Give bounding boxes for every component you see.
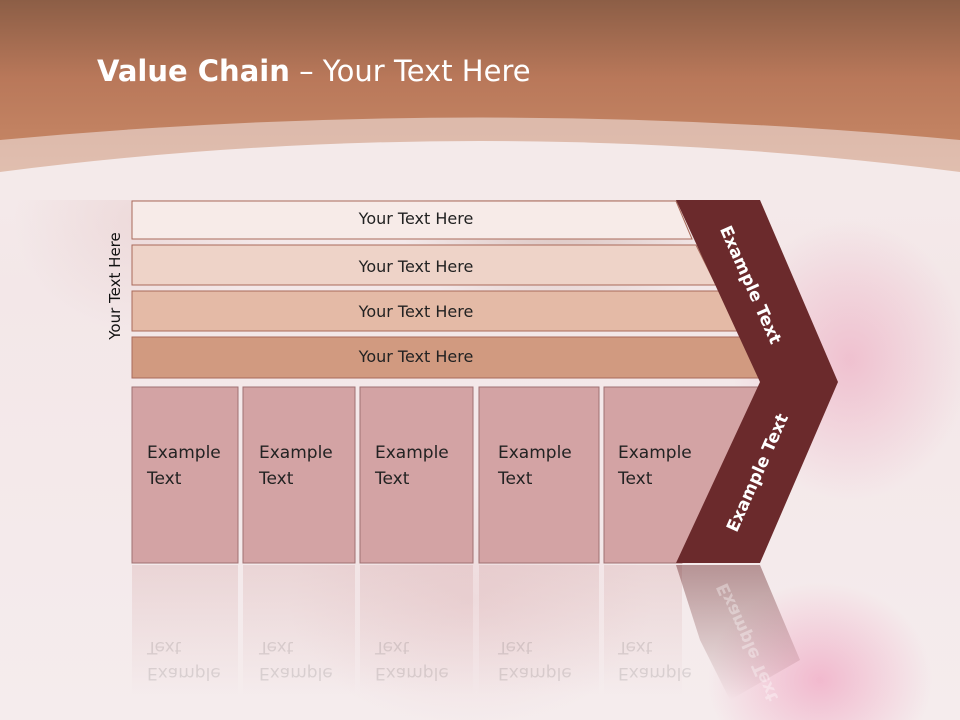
reflection-box-3	[360, 565, 473, 695]
primary-box-2-reflection: Example Text	[259, 634, 333, 686]
reflection-3-line2: Text	[375, 637, 410, 657]
primary-box-1-line1: Example	[147, 443, 221, 463]
reflection-2-line1: Example	[259, 663, 333, 683]
support-bar-1-label: Your Text Here	[358, 209, 474, 228]
header-curve	[0, 117, 960, 200]
slide-title: Value Chain – Your Text Here	[97, 54, 531, 88]
primary-box-5-reflection: Example Text	[618, 634, 692, 686]
primary-box-3	[359, 386, 474, 564]
title-rest: – Your Text Here	[289, 54, 531, 88]
reflection-1-line2: Text	[147, 637, 182, 657]
reflection-4-line2: Text	[498, 637, 533, 657]
reflection-5-line1: Example	[618, 663, 692, 683]
support-bar-2-label: Your Text Here	[358, 257, 474, 276]
reflection-box-2	[243, 565, 355, 695]
primary-box-2	[242, 386, 356, 564]
support-bar-1	[131, 200, 693, 240]
support-bar-4-label: Your Text Here	[358, 347, 474, 366]
primary-box-5-line1: Example	[618, 443, 692, 463]
title-bold: Value Chain	[97, 54, 290, 88]
reflection-box-1	[132, 565, 238, 695]
primary-box-5-line2: Text	[618, 469, 653, 489]
reflection-box-5	[604, 565, 682, 695]
reflection-1-line1: Example	[147, 663, 221, 683]
reflection-chevron	[676, 565, 800, 700]
primary-box-1-reflection: Example Text	[147, 634, 221, 686]
primary-box-3-line2: Text	[375, 469, 410, 489]
primary-box-1-line2: Text	[147, 469, 182, 489]
reflection-4-line1: Example	[498, 663, 572, 683]
reflection-3-line1: Example	[375, 663, 449, 683]
reflection-5-line2: Text	[618, 637, 653, 657]
primary-box-3-line1: Example	[375, 443, 449, 463]
primary-box-2-line1: Example	[259, 443, 333, 463]
primary-box-2-line2: Text	[259, 469, 294, 489]
support-bar-3-label: Your Text Here	[358, 302, 474, 321]
primary-box-4-reflection: Example Text	[498, 634, 572, 686]
reflection-box-4	[479, 565, 599, 695]
reflection-2-line2: Text	[259, 637, 294, 657]
primary-box-3-reflection: Example Text	[375, 634, 449, 686]
primary-box-4	[478, 386, 600, 564]
primary-box-4-line1: Example	[498, 443, 572, 463]
margin-chevron	[676, 200, 838, 563]
primary-box-4-line2: Text	[498, 469, 533, 489]
primary-box-1	[131, 386, 239, 564]
